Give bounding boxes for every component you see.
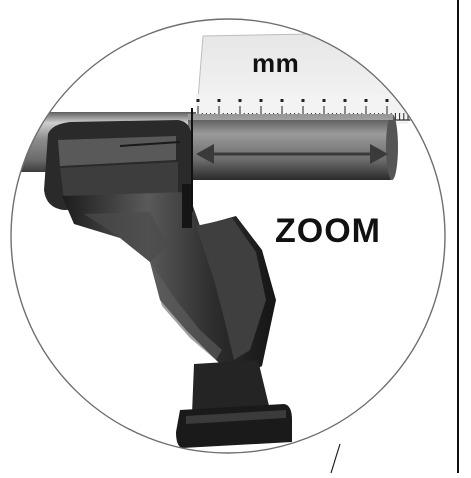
measure-arrow [191, 108, 388, 212]
ruler-tick-mark [385, 99, 389, 102]
right-margin [458, 0, 471, 473]
unit-label: mm [252, 48, 300, 78]
clamp-head [44, 120, 192, 210]
pointer-line [330, 443, 341, 474]
ruler-tick-mark [238, 99, 242, 102]
ruler-tick-mark [217, 99, 221, 102]
ruler-tick-mark [280, 99, 284, 102]
ruler-tick-mark [301, 99, 305, 102]
ruler-tick-mark [322, 99, 326, 102]
ruler-tick-mark [196, 99, 200, 102]
clamp-body [62, 184, 276, 380]
ruler-tick-marks [196, 99, 410, 102]
zoom-label: ZOOM [275, 212, 381, 250]
rubber-foot [176, 360, 292, 448]
ruler [195, 31, 421, 125]
ruler-tick-mark [406, 99, 410, 102]
ruler-tick-mark [364, 99, 368, 102]
zoom-circle [10, 18, 446, 454]
ruler-tick-mark [259, 99, 263, 102]
ruler-tick-mark [343, 99, 347, 102]
